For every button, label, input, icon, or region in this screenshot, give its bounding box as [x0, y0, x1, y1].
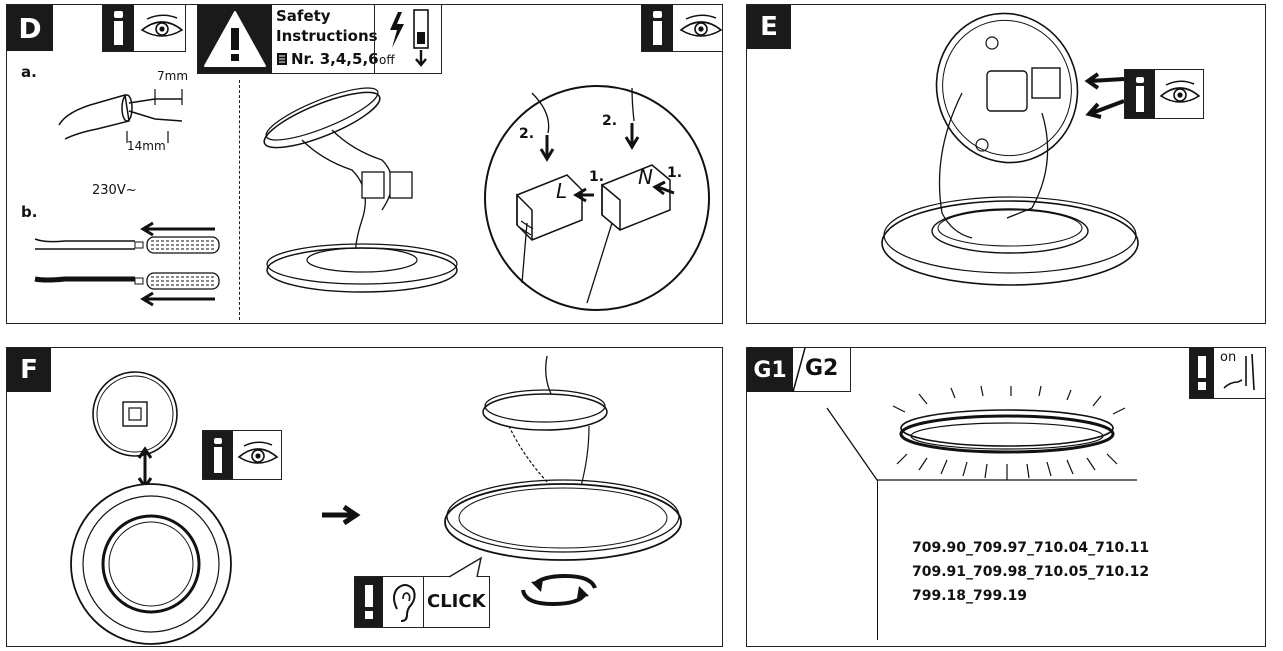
arrow-right-icon [322, 504, 361, 526]
wire-step-1b: 1. [667, 165, 683, 181]
ferrule-illustration [34, 221, 220, 307]
terminal-block-l [516, 174, 583, 241]
power-on-box: on [1189, 348, 1265, 399]
ear-icon [393, 584, 416, 622]
ring-illustration [70, 483, 232, 645]
wire-step-1a: 1. [589, 169, 605, 185]
terminal-n-label: N [638, 165, 653, 189]
exclamation-bar [365, 585, 373, 607]
eye-icon [679, 14, 722, 37]
info-icon [203, 431, 233, 479]
step-b-label: b. [21, 203, 38, 221]
panel-g2-tag: G2 [805, 356, 839, 381]
panel-d: D Safety Instructions Nr. 3,4,5,6 [6, 4, 723, 324]
power-off-box [374, 5, 441, 73]
rotate-icon [521, 573, 597, 607]
safety-ref: Nr. 3,4,5,6 [291, 50, 379, 68]
fixture-mount-illustration [444, 355, 682, 561]
power-switch-icon [1223, 353, 1255, 391]
info-icon [1125, 70, 1155, 118]
terminal-zoom-circle [484, 85, 710, 311]
tag-slash [792, 348, 806, 393]
exclamation-dot [365, 611, 373, 619]
terminal-block-n [601, 164, 671, 231]
panel-f-tag: F [7, 348, 51, 392]
model-line-3: 799.18_799.19 [912, 588, 1028, 604]
panel-f: F [6, 347, 723, 647]
wire-step-2a: 2. [519, 126, 535, 142]
warning-icon [204, 11, 266, 67]
model-line-2: 709.91_709.98_710.05_710.12 [912, 564, 1150, 580]
fixture-wiring-illustration [263, 87, 458, 293]
safety-title-1: Safety [276, 7, 331, 25]
pointer-arrows [1084, 72, 1125, 119]
click-box: CLICK [354, 576, 490, 628]
wire-arrows [521, 87, 675, 304]
exclamation-bar [1198, 356, 1206, 378]
wire-step-2b: 2. [602, 113, 618, 129]
power-on-label: on [1220, 350, 1237, 365]
book-icon [277, 53, 287, 65]
safety-title-2: Instructions [276, 27, 378, 45]
terminal-l-label: L [556, 179, 568, 203]
power-switch-icon [390, 9, 429, 67]
info-icon [103, 5, 135, 51]
power-off-label: off [379, 53, 395, 67]
fixture-connect-illustration [881, 12, 1139, 286]
click-label: CLICK [427, 591, 486, 612]
info-eye-box-3 [1124, 69, 1204, 119]
strip-length-7: 7mm [157, 69, 189, 83]
info-eye-box-2 [641, 5, 722, 52]
eye-icon [140, 14, 184, 37]
panel-e: E [746, 4, 1266, 324]
exclamation-dot [1198, 382, 1206, 390]
safety-box: Safety Instructions Nr. 3,4,5,6 off [197, 5, 442, 74]
info-eye-box-4 [202, 430, 282, 480]
panel-g2-tag-box: G2 [792, 348, 851, 393]
ceiling-light-illustration [826, 385, 1137, 481]
wall-line [877, 480, 878, 640]
strip-length-14: 14mm [127, 139, 166, 153]
panel-g: G1 G2 on [746, 347, 1266, 647]
panel-g1-tag: G1 [747, 348, 793, 392]
step-a-label: a. [21, 63, 37, 81]
cable-strip-illustration [58, 89, 183, 143]
speech-tail [448, 556, 483, 578]
info-eye-box [102, 5, 186, 52]
info-icon [642, 5, 674, 51]
eye-icon [237, 441, 279, 464]
panel-e-tag: E [747, 5, 791, 49]
model-line-1: 709.90_709.97_710.04_710.11 [912, 540, 1150, 556]
voltage-label: 230V~ [92, 183, 137, 198]
mount-plate-illustration [92, 371, 178, 457]
eye-icon [1159, 80, 1201, 103]
click-divider [423, 577, 424, 627]
panel-d-tag: D [7, 5, 53, 51]
separator-line [239, 80, 240, 320]
